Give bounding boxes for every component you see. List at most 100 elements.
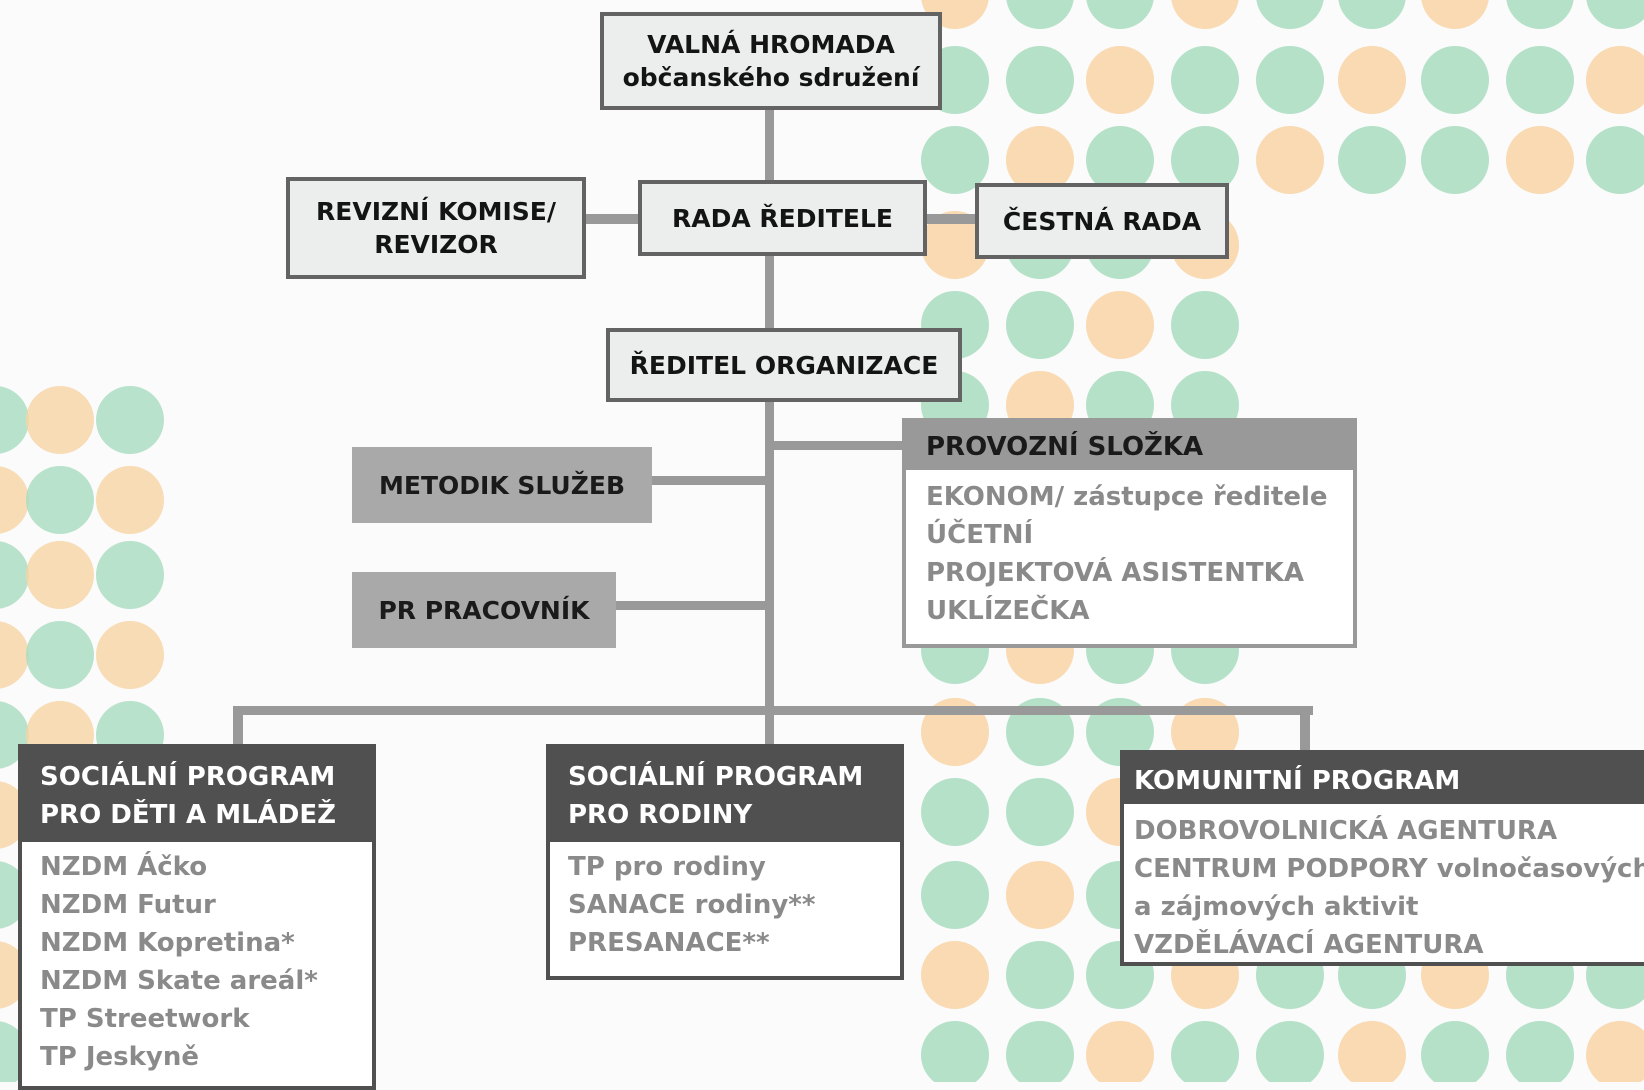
background-dot [1586,1021,1644,1082]
background-dot [26,621,94,689]
background-dot [26,466,94,534]
background-dot [0,541,29,609]
background-dot [1506,126,1574,194]
background-dot [1421,126,1489,194]
background-dot [921,941,989,1009]
background-dot [1171,698,1239,766]
background-dot [1506,1021,1574,1082]
list-item: SANACE rodiny** [568,890,816,920]
list-item: NZDM Skate areál* [40,966,318,996]
background-dot [1006,291,1074,359]
background-dot [1006,698,1074,766]
program-rodiny-header: SOCIÁLNÍ PROGRAM PRO RODINY [550,748,900,842]
background-dot [1086,698,1154,766]
connector [1300,706,1310,750]
background-dot [1006,0,1074,29]
background-dot [1086,0,1154,29]
background-dot [1506,46,1574,114]
connector [614,601,766,610]
background-dot [1006,941,1074,1009]
background-dot [921,778,989,846]
rada-reditele-box: RADA ŘEDITELE [638,180,927,256]
list-item: NZDM Kopretina* [40,928,295,958]
metodik-sluzeb-label: METODIK SLUŽEB [379,470,625,500]
background-dot [96,621,164,689]
background-dot [1586,0,1644,29]
revizni-komise-box: REVIZNÍ KOMISE/ REVIZOR [286,177,586,279]
background-dot [1086,46,1154,114]
connector [585,214,640,224]
list-item: TP pro rodiny [568,852,766,882]
background-dot [1171,0,1239,29]
program-rodiny-title-line1: SOCIÁLNÍ PROGRAM [568,762,864,792]
list-item: PROJEKTOVÁ ASISTENTKA [926,558,1304,588]
komunitni-program-list: DOBROVOLNICKÁ AGENTURA CENTRUM PODPORY v… [1124,804,1644,972]
valna-hromada-box: VALNÁ HROMADA občanského sdružení [600,12,942,110]
program-rodiny-panel: SOCIÁLNÍ PROGRAM PRO RODINY TP pro rodin… [546,744,904,980]
background-dot [0,466,29,534]
background-dot [1006,126,1074,194]
pr-pracovnik-box: PR PRACOVNÍK [352,572,616,648]
background-dot [26,386,94,454]
background-dot [1338,1021,1406,1082]
komunitni-program-panel: KOMUNITNÍ PROGRAM DOBROVOLNICKÁ AGENTURA… [1120,750,1644,966]
background-dot [1086,1021,1154,1082]
background-dot [1338,46,1406,114]
pr-pracovnik-label: PR PRACOVNÍK [378,595,590,625]
background-dot [921,861,989,929]
background-dot [1171,46,1239,114]
background-dot [1171,1021,1239,1082]
list-item: TP Streetwork [40,1004,250,1034]
background-dot [921,126,989,194]
connector [774,441,904,450]
provozni-slozka-title: PROVOZNÍ SLOŽKA [926,432,1204,462]
komunitni-program-title: KOMUNITNÍ PROGRAM [1134,766,1461,796]
reditel-organizace-box: ŘEDITEL ORGANIZACE [606,328,962,402]
valna-hromada-title: VALNÁ HROMADA [647,30,895,59]
rada-reditele-label: RADA ŘEDITELE [672,203,893,233]
background-dot [96,541,164,609]
background-dot [1586,46,1644,114]
background-dot [1006,861,1074,929]
list-item: DOBROVOLNICKÁ AGENTURA [1134,816,1558,846]
connector [765,694,774,746]
background-dot [1086,126,1154,194]
background-dot [1006,778,1074,846]
program-rodiny-list: TP pro rodiny SANACE rodiny** PRESANACE*… [550,842,900,968]
provozni-slozka-list: EKONOM/ zástupce ředitele ÚČETNÍ PROJEKT… [906,470,1353,638]
list-item: EKONOM/ zástupce ředitele [926,482,1328,512]
connector [650,476,766,485]
revizni-komise-line2: REVIZOR [374,230,498,259]
provozni-slozka-header: PROVOZNÍ SLOŽKA [906,422,1353,470]
program-rodiny-title-line2: PRO RODINY [568,800,753,830]
background-dot [0,621,29,689]
background-dot [1171,291,1239,359]
program-deti-title-line1: SOCIÁLNÍ PROGRAM [40,762,336,792]
background-dot [96,466,164,534]
list-item: UKLÍZEČKA [926,596,1090,626]
program-deti-list: NZDM Áčko NZDM Futur NZDM Kopretina* NZD… [22,842,372,1082]
background-dot [1586,126,1644,194]
program-deti-header: SOCIÁLNÍ PROGRAM PRO DĚTI A MLÁDEŽ [22,748,372,842]
background-dot [1256,46,1324,114]
list-item: a zájmových aktivit [1134,892,1419,922]
background-dot [1256,1021,1324,1082]
valna-hromada-subtitle: občanského sdružení [622,63,920,92]
program-deti-title-line2: PRO DĚTI A MLÁDEŽ [40,800,336,830]
background-dot [1421,1021,1489,1082]
komunitni-program-header: KOMUNITNÍ PROGRAM [1124,754,1644,804]
connector [233,706,243,746]
metodik-sluzeb-box: METODIK SLUŽEB [352,447,652,523]
background-dot [0,386,29,454]
background-dot [96,386,164,454]
list-item: NZDM Áčko [40,852,208,882]
list-item: TP Jeskyně [40,1042,200,1072]
background-dot [921,698,989,766]
background-dot [921,1021,989,1082]
connector [925,214,977,224]
background-dot [26,541,94,609]
background-dot [1006,46,1074,114]
list-item: VZDĚLÁVACÍ AGENTURA [1134,930,1484,960]
background-dot [1171,126,1239,194]
list-item: NZDM Futur [40,890,216,920]
